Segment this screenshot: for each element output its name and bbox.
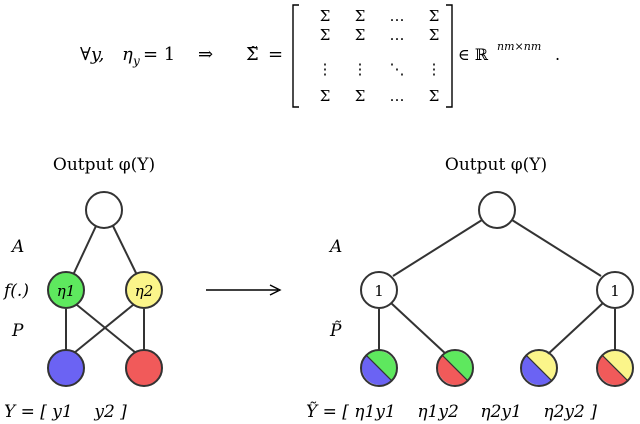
edge xyxy=(392,219,483,277)
edge xyxy=(390,302,448,356)
equation-forall: ∀y, xyxy=(80,44,104,65)
equation-dimension-superscript: nm×nm xyxy=(497,40,541,53)
right-eta1-y2-node xyxy=(436,349,474,387)
arrow-head xyxy=(269,284,282,296)
node-half-y1 xyxy=(521,355,552,386)
right-row-label-p: P̃ xyxy=(329,321,342,341)
matrix-left-bracket xyxy=(292,4,299,108)
equation-equals: = xyxy=(268,44,283,65)
matrix-cell: … xyxy=(390,87,405,105)
right-hidden-label-2: 1 xyxy=(610,282,620,300)
left-eta2-label: η2 xyxy=(135,282,154,300)
matrix-cell: Σ xyxy=(355,7,366,25)
left-input-label: Y = [ y1 y2 ] xyxy=(4,402,127,422)
matrix-cell: … xyxy=(390,26,405,44)
right-eta2-y2-node xyxy=(596,349,634,387)
equation-membership: ∈ ℝ xyxy=(458,45,489,64)
right-output-title: Output φ(Y) xyxy=(445,155,547,175)
matrix-cell: Σ xyxy=(429,7,440,25)
transform-arrow xyxy=(206,284,282,296)
equation-sigma-tilde: Σ̃ xyxy=(246,44,259,65)
equation-equals-one: = 1 xyxy=(143,44,175,65)
node-half-eta2 xyxy=(602,350,633,381)
right-edges xyxy=(378,219,616,356)
left-output-title: Output φ(Y) xyxy=(53,155,155,175)
right-eta1-y1-node xyxy=(360,349,398,387)
left-eta2-node xyxy=(125,271,163,309)
right-graph: Output φ(Y) A P̃ 1 1 xyxy=(306,155,634,422)
node-half-y1 xyxy=(361,355,392,386)
equation: ∀y, η y = 1 ⇒ Σ̃ = Σ Σ … Σ Σ Σ … Σ ⋮ ⋮ ⋱… xyxy=(80,4,560,108)
matrix-cell: Σ xyxy=(320,7,331,25)
matrix-cell: Σ xyxy=(429,87,440,105)
equation-eta: η xyxy=(122,44,133,65)
left-output-node xyxy=(85,191,123,229)
equation-period: . xyxy=(555,45,560,64)
right-row-label-a: A xyxy=(328,237,342,257)
node-half-eta2 xyxy=(526,350,557,381)
right-hidden-node-1 xyxy=(360,271,398,309)
equation-implies: ⇒ xyxy=(198,44,213,65)
matrix-cell: Σ xyxy=(355,26,366,44)
matrix-cell: Σ xyxy=(320,26,331,44)
matrix-cell: ⋮ xyxy=(427,60,442,78)
right-hidden-node-2 xyxy=(596,271,634,309)
node-half-y2 xyxy=(597,355,628,386)
node-half-eta1 xyxy=(366,350,397,381)
left-eta1-label: η1 xyxy=(57,282,76,300)
node-half-y2 xyxy=(437,355,468,386)
edge xyxy=(112,225,137,274)
matrix-cell: … xyxy=(390,7,405,25)
matrix-cell: Σ xyxy=(320,87,331,105)
matrix-cell: Σ xyxy=(429,26,440,44)
right-eta2-y1-node xyxy=(520,349,558,387)
matrix-cells: Σ Σ … Σ Σ Σ … Σ ⋮ ⋮ ⋱ ⋮ Σ Σ … Σ xyxy=(318,7,442,105)
edge xyxy=(546,302,604,356)
edge xyxy=(511,219,602,277)
left-y2-node xyxy=(125,349,163,387)
edge xyxy=(76,304,137,354)
equation-eta-subscript: y xyxy=(132,54,140,68)
right-input-label: Ỹ = [ η1y1 η1y2 η2y1 η2y2 ] xyxy=(306,401,597,422)
matrix-right-bracket xyxy=(446,4,453,108)
left-eta1-node xyxy=(47,271,85,309)
matrix-cell: ⋱ xyxy=(390,60,405,78)
left-row-label-a: A xyxy=(10,237,24,257)
matrix-cell: ⋮ xyxy=(353,60,368,78)
matrix-cell: ⋮ xyxy=(318,60,333,78)
matrix-cell: Σ xyxy=(355,87,366,105)
node-half-eta1 xyxy=(442,350,473,381)
left-edges xyxy=(65,225,145,354)
edge xyxy=(73,225,97,274)
left-graph: Output φ(Y) A f(.) P η1 η2 Y = [ y1 y2 ] xyxy=(2,155,163,422)
edge xyxy=(73,304,134,354)
left-row-label-p: P xyxy=(11,321,24,341)
right-hidden-label-1: 1 xyxy=(374,282,384,300)
left-y1-node xyxy=(47,349,85,387)
left-row-label-f: f(.) xyxy=(2,281,29,301)
right-output-node xyxy=(478,191,516,229)
